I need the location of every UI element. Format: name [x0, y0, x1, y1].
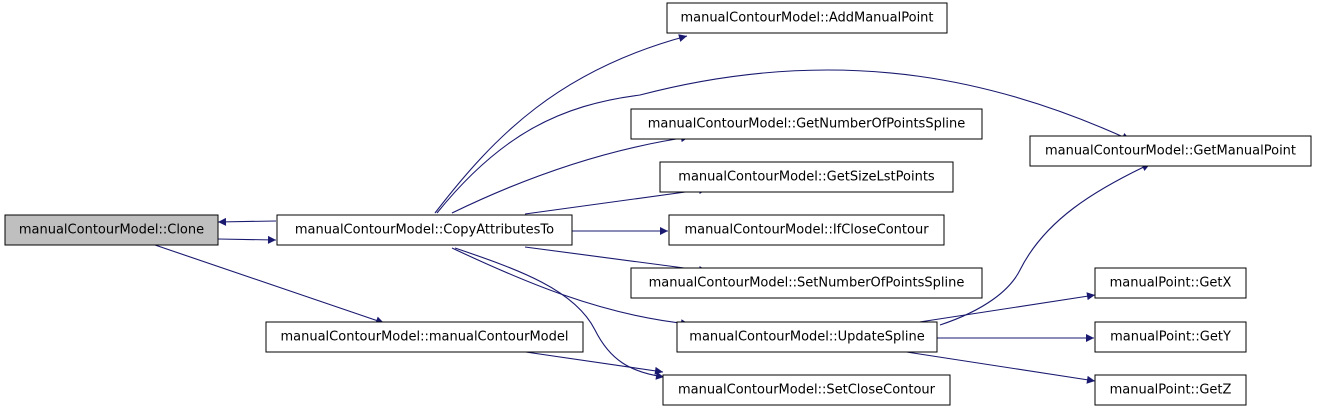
node-addmanualpoint-box	[666, 2, 948, 34]
node-getx-label: manualPoint::GetX	[1110, 276, 1232, 291]
node-setnumberofpointsspline[interactable]: manualContourModel::SetNumberOfPointsSpl…	[630, 267, 983, 299]
node-copyattributesto-label: manualContourModel::CopyAttributesTo	[295, 223, 554, 238]
node-setnumberofpointsspline-label: manualContourModel::SetNumberOfPointsSpl…	[649, 276, 965, 291]
edge-copyattributesto-to-setnumberofpointsspline	[524, 246, 708, 274]
node-clone-label: manualContourModel::Clone	[19, 223, 204, 238]
node-setclosecontour-box	[662, 374, 951, 406]
edge-copyattributesto-to-getnumberofpointsspline	[451, 134, 690, 214]
node-updatespline[interactable]: manualContourModel::UpdateSpline	[676, 321, 938, 353]
node-addmanualpoint[interactable]: manualContourModel::AddManualPoint	[666, 2, 948, 34]
edge-copyattributesto-to-setclosecontour	[454, 247, 665, 380]
node-getmanualpoint-box	[1029, 135, 1312, 167]
node-gety-box	[1094, 321, 1247, 353]
node-getnumberofpointsspline-label: manualContourModel::GetNumberOfPointsSpl…	[648, 117, 966, 132]
node-clone-box	[4, 214, 219, 246]
node-getx-box	[1094, 267, 1247, 299]
node-ifclosecontour-label: manualContourModel::IfCloseContour	[684, 223, 929, 238]
node-addmanualpoint-label: manualContourModel::AddManualPoint	[680, 11, 933, 26]
edge-updatespline-to-getx	[899, 292, 1096, 326]
node-getsizelstpoints[interactable]: manualContourModel::GetSizeLstPoints	[659, 161, 954, 193]
nodes-layer: manualContourModel::Clone manualContourM…	[4, 2, 1312, 406]
node-gety[interactable]: manualPoint::GetY	[1094, 321, 1247, 353]
node-copyattributesto-box	[276, 214, 573, 246]
node-manualcontourmodel-box	[265, 321, 584, 353]
edge-copyattributesto-to-clone	[217, 217, 277, 226]
node-setclosecontour[interactable]: manualContourModel::SetCloseContour	[662, 374, 951, 406]
node-manualcontourmodel[interactable]: manualContourModel::manualContourModel	[265, 321, 584, 353]
node-manualcontourmodel-label: manualContourModel::manualContourModel	[280, 330, 568, 345]
node-getz-box	[1094, 374, 1247, 406]
node-getsizelstpoints-box	[659, 161, 954, 193]
node-updatespline-label: manualContourModel::UpdateSpline	[689, 330, 924, 345]
edge-clone-to-copyattributesto	[217, 235, 277, 244]
node-ifclosecontour-box	[668, 214, 945, 246]
edge-updatespline-to-getmanualpoint	[939, 163, 1151, 326]
edge-manualcontourmodel-to-setclosecontour	[511, 349, 664, 375]
node-getsizelstpoints-label: manualContourModel::GetSizeLstPoints	[678, 170, 935, 185]
edges-layer	[154, 34, 1151, 384]
node-clone: manualContourModel::Clone	[4, 214, 219, 246]
node-getnumberofpointsspline[interactable]: manualContourModel::GetNumberOfPointsSpl…	[630, 108, 983, 140]
edge-clone-to-manualcontourmodel	[154, 244, 385, 325]
node-gety-label: manualPoint::GetY	[1110, 330, 1231, 345]
node-getnumberofpointsspline-box	[630, 108, 983, 140]
node-ifclosecontour[interactable]: manualContourModel::IfCloseContour	[668, 214, 945, 246]
node-copyattributesto[interactable]: manualContourModel::CopyAttributesTo	[276, 214, 573, 246]
node-getz-label: manualPoint::GetZ	[1110, 383, 1232, 398]
node-setnumberofpointsspline-box	[630, 267, 983, 299]
node-updatespline-box	[676, 321, 938, 353]
node-getmanualpoint[interactable]: manualContourModel::GetManualPoint	[1029, 135, 1312, 167]
node-setclosecontour-label: manualContourModel::SetCloseContour	[678, 383, 936, 398]
edge-updatespline-to-getz	[899, 350, 1096, 384]
node-getx[interactable]: manualPoint::GetX	[1094, 267, 1247, 299]
edge-copyattributesto-to-getmanualpoint	[436, 69, 1131, 214]
node-getz[interactable]: manualPoint::GetZ	[1094, 374, 1247, 406]
edge-copyattributesto-to-addmanualpoint	[434, 34, 688, 214]
edge-copyattributesto-to-getsizelstpoints	[524, 186, 708, 215]
node-getmanualpoint-label: manualContourModel::GetManualPoint	[1045, 144, 1296, 159]
